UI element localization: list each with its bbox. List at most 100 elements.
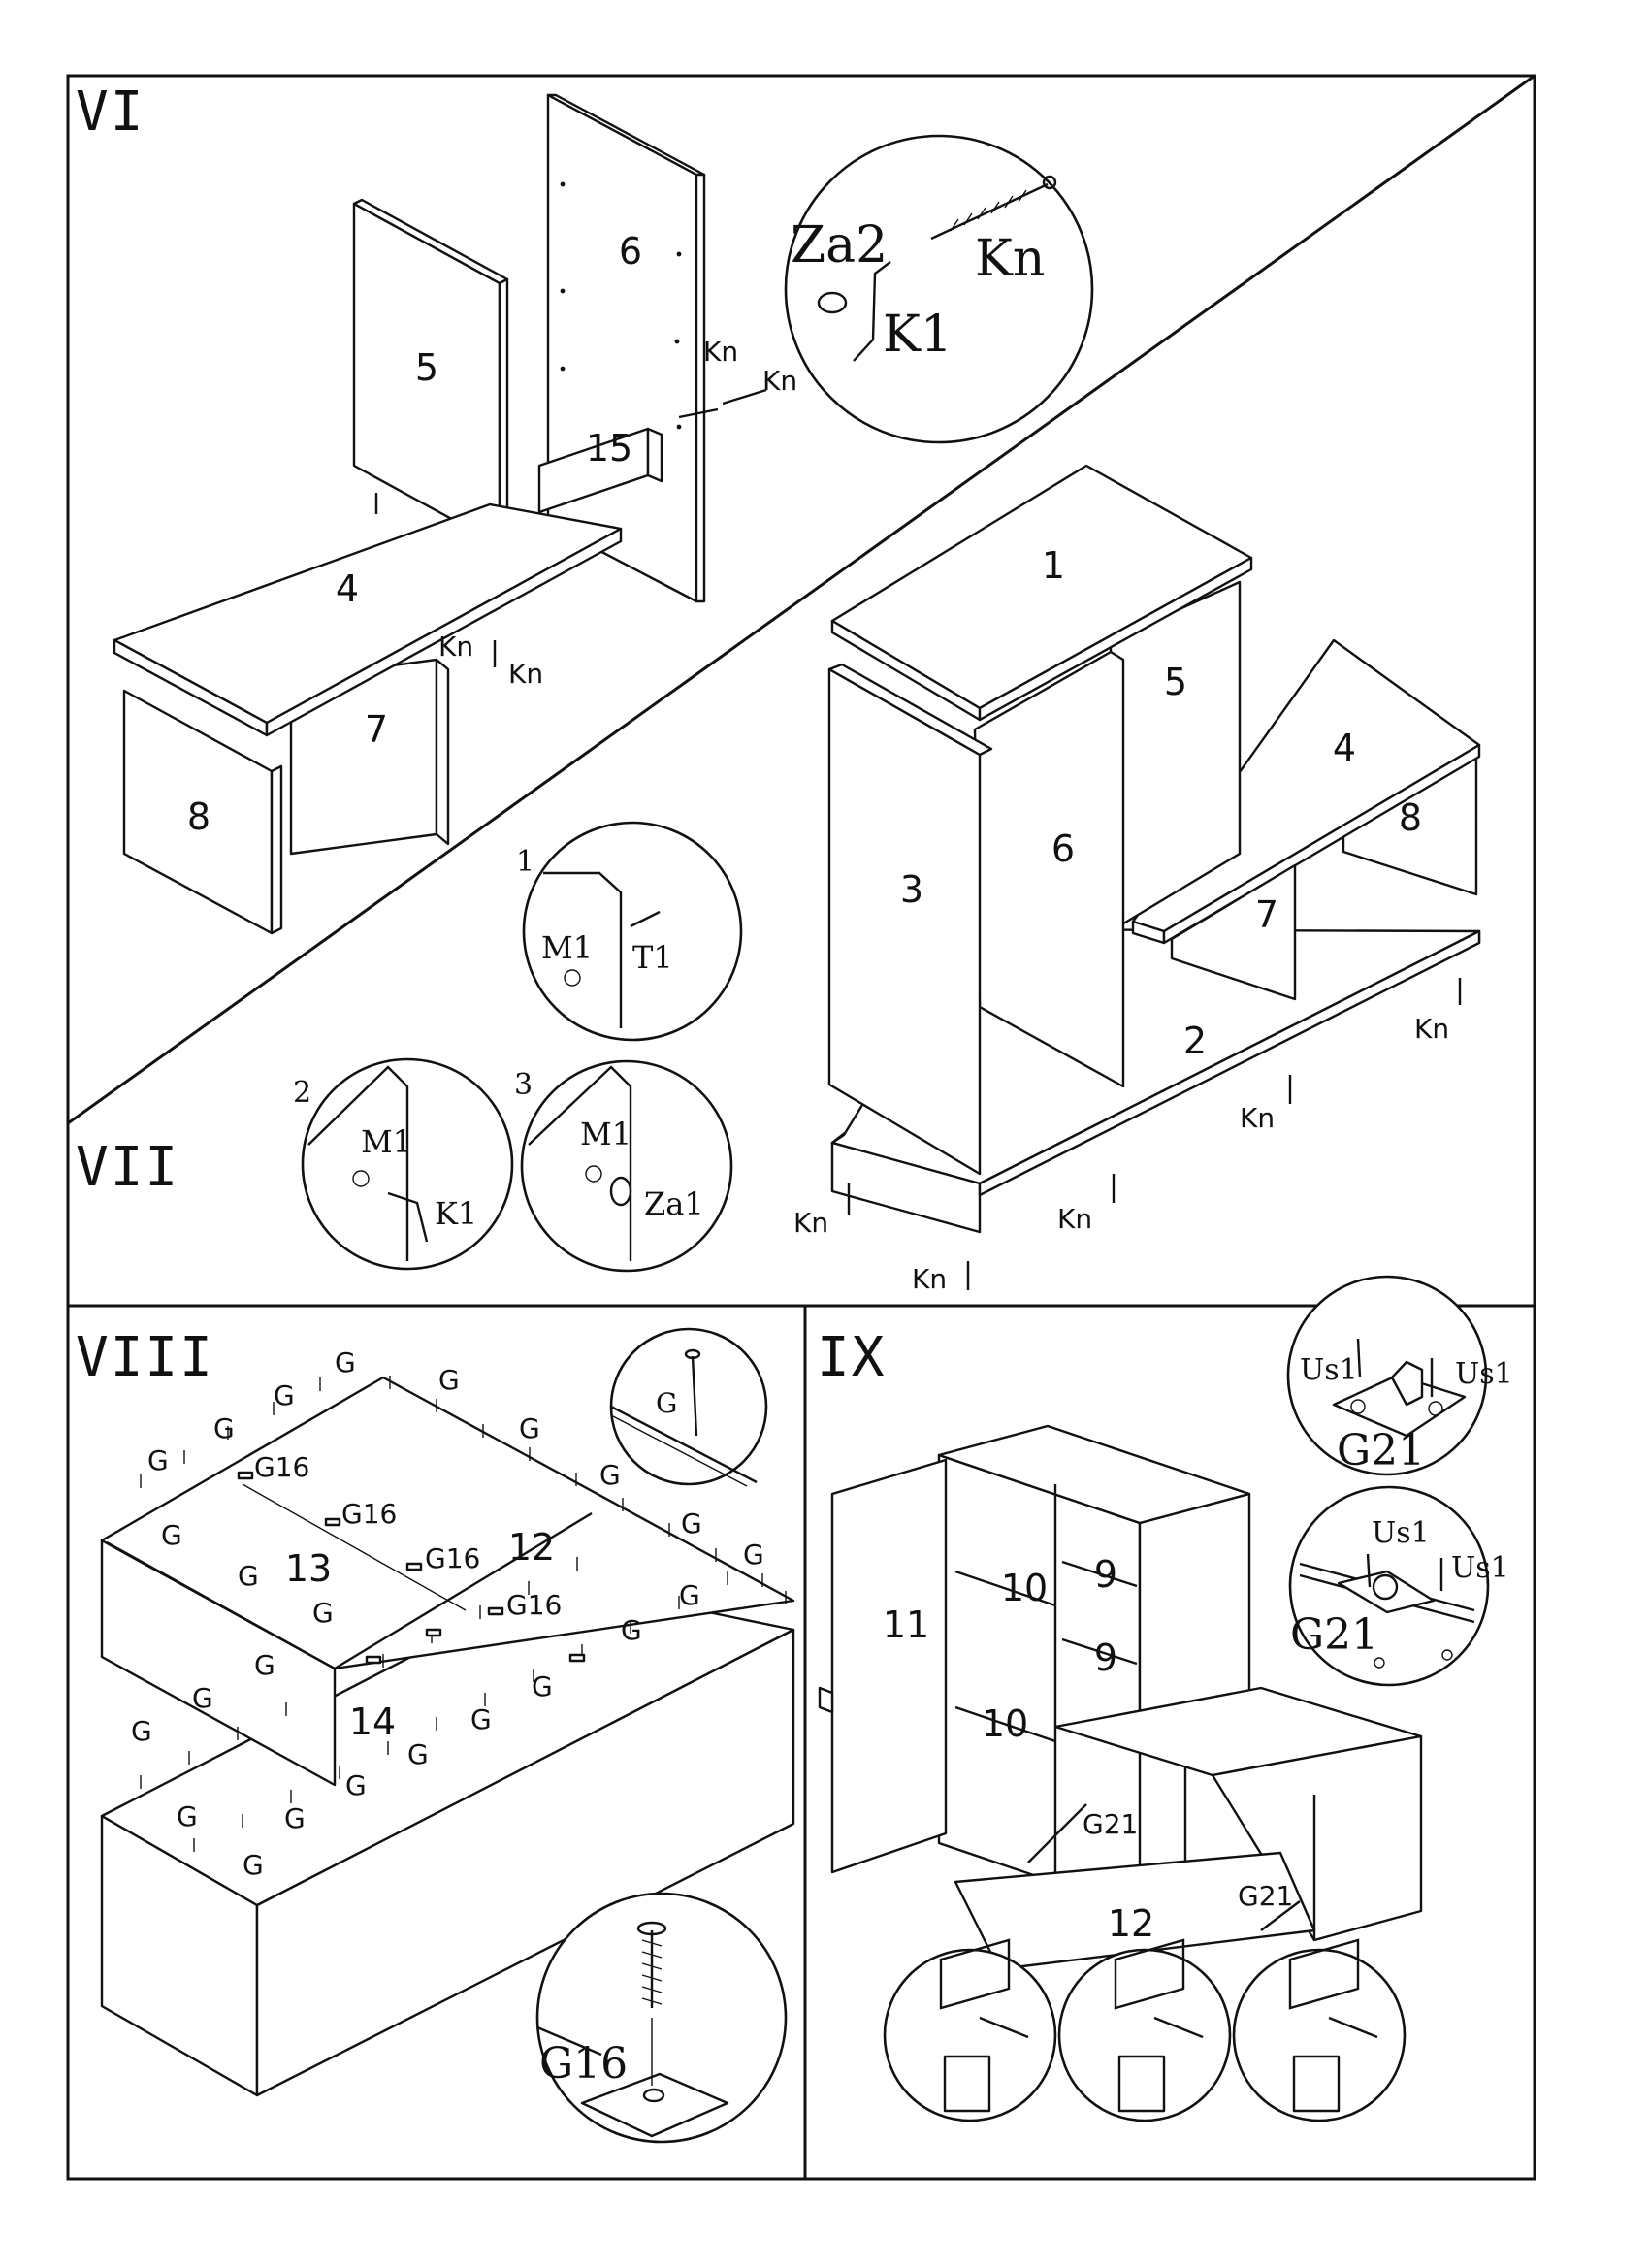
vii-step-3-number: 3 (514, 1068, 533, 1102)
vii-step-1-a: M1 (541, 929, 593, 966)
g-label: G (470, 1703, 492, 1735)
g-label: G (407, 1738, 429, 1770)
g-label: G (743, 1539, 764, 1571)
nail-icon (691, 1355, 698, 1437)
step-vii-diagram (827, 464, 1481, 1290)
vi-detail-kn: Kn (975, 230, 1045, 288)
vii-label-8: 8 (1399, 796, 1422, 839)
viii-label-13: 13 (285, 1547, 332, 1590)
vii-label-7: 7 (1255, 893, 1278, 936)
panel-7 (1170, 863, 1297, 1001)
panel-14 (100, 1579, 795, 1907)
panel-11 (830, 1458, 948, 1874)
vi-label-5: 5 (415, 346, 438, 389)
g16-label: G16 (254, 1451, 309, 1483)
g16-label: G16 (341, 1498, 397, 1530)
vii-label-4: 4 (1333, 727, 1356, 769)
vi-fastener-kn-d: Kn (508, 658, 543, 690)
viii-g16-labels: G16 G16 G16 G16 (254, 1451, 562, 1621)
section-title-vi: VI (76, 81, 145, 144)
section-title-vii: VII (76, 1136, 179, 1199)
step-ix-diagram (818, 1424, 1423, 1971)
vii-step-2-b: K1 (435, 1195, 477, 1232)
g-label: G (681, 1507, 702, 1539)
hinge-adjust-circle-1 (883, 1948, 1057, 2122)
ix-label-11: 11 (883, 1604, 929, 1646)
ix-detail-mid-us1-left: Us1 (1372, 1516, 1430, 1550)
vi-label-4: 4 (336, 567, 359, 610)
vii-fastener-kn-4: Kn (793, 1207, 828, 1239)
ix-label-9a: 9 (1094, 1553, 1117, 1596)
g-label: G (679, 1579, 700, 1611)
viii-detail-g16-circle (535, 1892, 788, 2144)
g-label: G (192, 1682, 213, 1714)
vii-label-6: 6 (1051, 827, 1075, 870)
g-label: G (345, 1769, 367, 1801)
vi-label-7: 7 (365, 708, 388, 751)
vii-label-3: 3 (900, 868, 923, 911)
vi-detail-za2: Za2 (791, 216, 888, 275)
panel-3 (827, 667, 982, 1176)
vi-label-8: 8 (187, 795, 210, 838)
g-label: G (238, 1560, 259, 1592)
g-label: G (161, 1519, 182, 1551)
screw-icon (1356, 1338, 1362, 1378)
g-label: G (177, 1800, 198, 1832)
step-viii-diagram (100, 1376, 795, 2097)
vii-step-1-circle (522, 821, 743, 1042)
vii-step-2-a: M1 (361, 1123, 412, 1160)
vii-label-5: 5 (1164, 661, 1187, 703)
section-title-ix: IX (817, 1326, 886, 1389)
g-label: G (312, 1597, 334, 1629)
vi-detail-k1: K1 (883, 306, 953, 364)
section-title-viii: VIII (76, 1326, 214, 1389)
g-label: G (254, 1649, 275, 1681)
bracket-icon (1337, 1570, 1436, 1614)
panel-12 (954, 1851, 1316, 1971)
g-label: G (213, 1412, 235, 1444)
vii-step-3-circle (520, 1059, 733, 1273)
ix-label-9b: 9 (1094, 1636, 1117, 1679)
g-label: G (274, 1379, 295, 1411)
vi-fastener-kn-b: Kn (762, 365, 797, 397)
g-label: G (335, 1346, 356, 1378)
vii-step-2-number: 2 (293, 1076, 311, 1110)
screwdriver-icon (979, 2016, 1029, 2039)
hinge-icon (1288, 1938, 1360, 2010)
ix-detail-top-us1-right: Us1 (1455, 1357, 1513, 1391)
ix-detail-mid-g21: G21 (1290, 1610, 1378, 1660)
ix-g21-a: G21 (1083, 1808, 1138, 1840)
g16-label: G16 (506, 1589, 562, 1621)
door-block-icon (943, 2055, 991, 2113)
g16-label: G16 (425, 1542, 480, 1574)
vi-fastener-kn-a: Kn (703, 336, 738, 368)
viii-detail-g16: G16 (539, 2039, 628, 2089)
vi-fastener-kn-c: Kn (438, 631, 473, 663)
g-label: G (621, 1614, 642, 1646)
ix-label-10a: 10 (1001, 1567, 1048, 1609)
g-label: G (438, 1364, 460, 1396)
vii-fastener-kn-2: Kn (1240, 1102, 1275, 1134)
vi-detail-circle (784, 134, 1094, 444)
connector-pin-icon (853, 261, 891, 362)
screwdriver-icon (1153, 2016, 1204, 2039)
hinge-adjust-details (883, 1938, 1406, 2122)
vii-step-3-a: M1 (580, 1116, 631, 1152)
g-label: G (242, 1849, 264, 1881)
hinge-icon (939, 1938, 1011, 2010)
ix-label-10b: 10 (982, 1702, 1028, 1745)
g-label: G (532, 1670, 553, 1702)
viii-label-14: 14 (349, 1701, 396, 1743)
ix-detail-top-circle (1286, 1275, 1488, 1476)
screwdriver-icon (1328, 2016, 1378, 2039)
vii-label-1: 1 (1042, 544, 1065, 587)
vii-step-1-b: T1 (632, 939, 673, 976)
step-vi-diagram (113, 93, 767, 935)
ix-detail-mid-us1-right: Us1 (1451, 1551, 1509, 1585)
ix-detail-top-g21: G21 (1337, 1426, 1425, 1475)
vii-fastener-kn-1: Kn (1414, 1013, 1449, 1045)
hinge-icon (1114, 1938, 1185, 2010)
vi-label-15: 15 (586, 427, 632, 470)
door-block-icon (1117, 2055, 1166, 2113)
